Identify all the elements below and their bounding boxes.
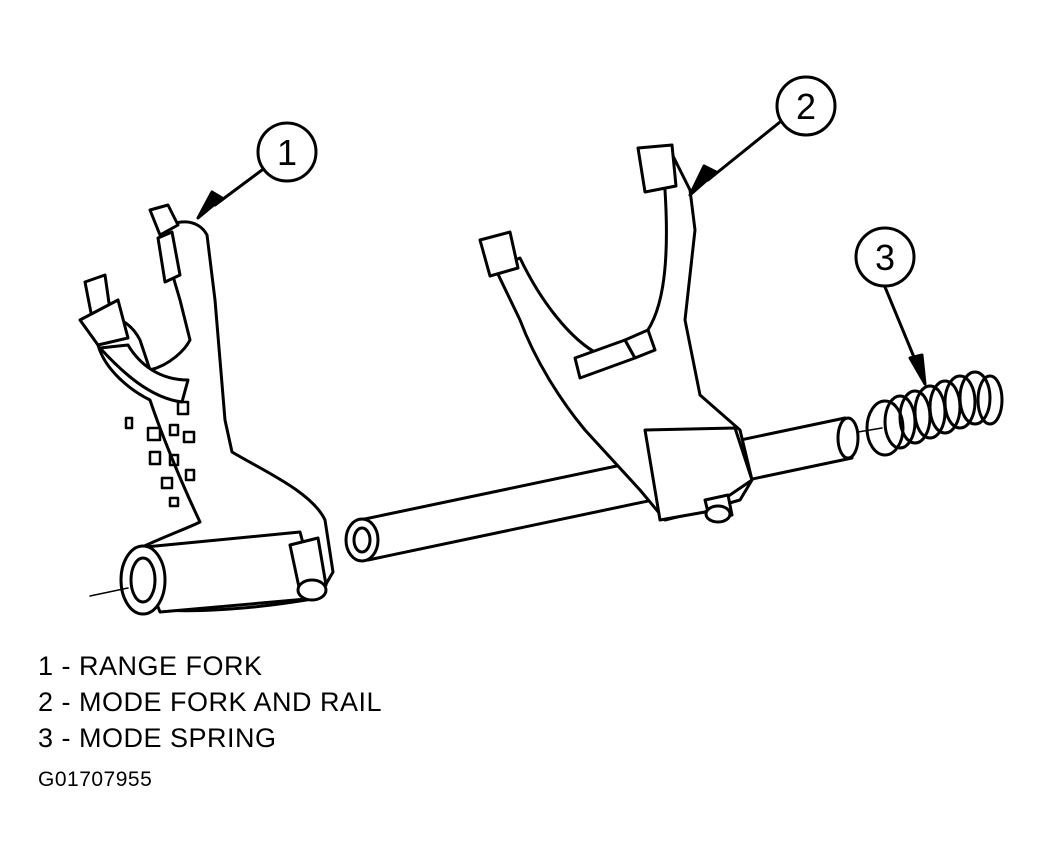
callout-2-number: 2: [796, 86, 816, 127]
parts-illustration: 1 2 3: [78, 75, 1004, 616]
callout-2: [688, 75, 837, 197]
callout-1-number: 1: [277, 132, 297, 173]
callout-3-number: 3: [875, 237, 895, 278]
callout-3: [854, 226, 927, 386]
range-fork: [78, 203, 335, 616]
figure-id: G01707955: [38, 768, 153, 791]
legend-item-mode-spring: 3 - MODE SPRING: [38, 723, 277, 753]
callout-1: [196, 121, 318, 220]
legend-item-range-fork: 1 - RANGE FORK: [38, 651, 263, 681]
mode-fork-and-rail: [344, 143, 860, 563]
legend: 1 - RANGE FORK 2 - MODE FORK AND RAIL 3 …: [38, 648, 382, 756]
mode-spring: [857, 370, 1004, 457]
legend-item-mode-fork-and-rail: 2 - MODE FORK AND RAIL: [38, 687, 383, 717]
